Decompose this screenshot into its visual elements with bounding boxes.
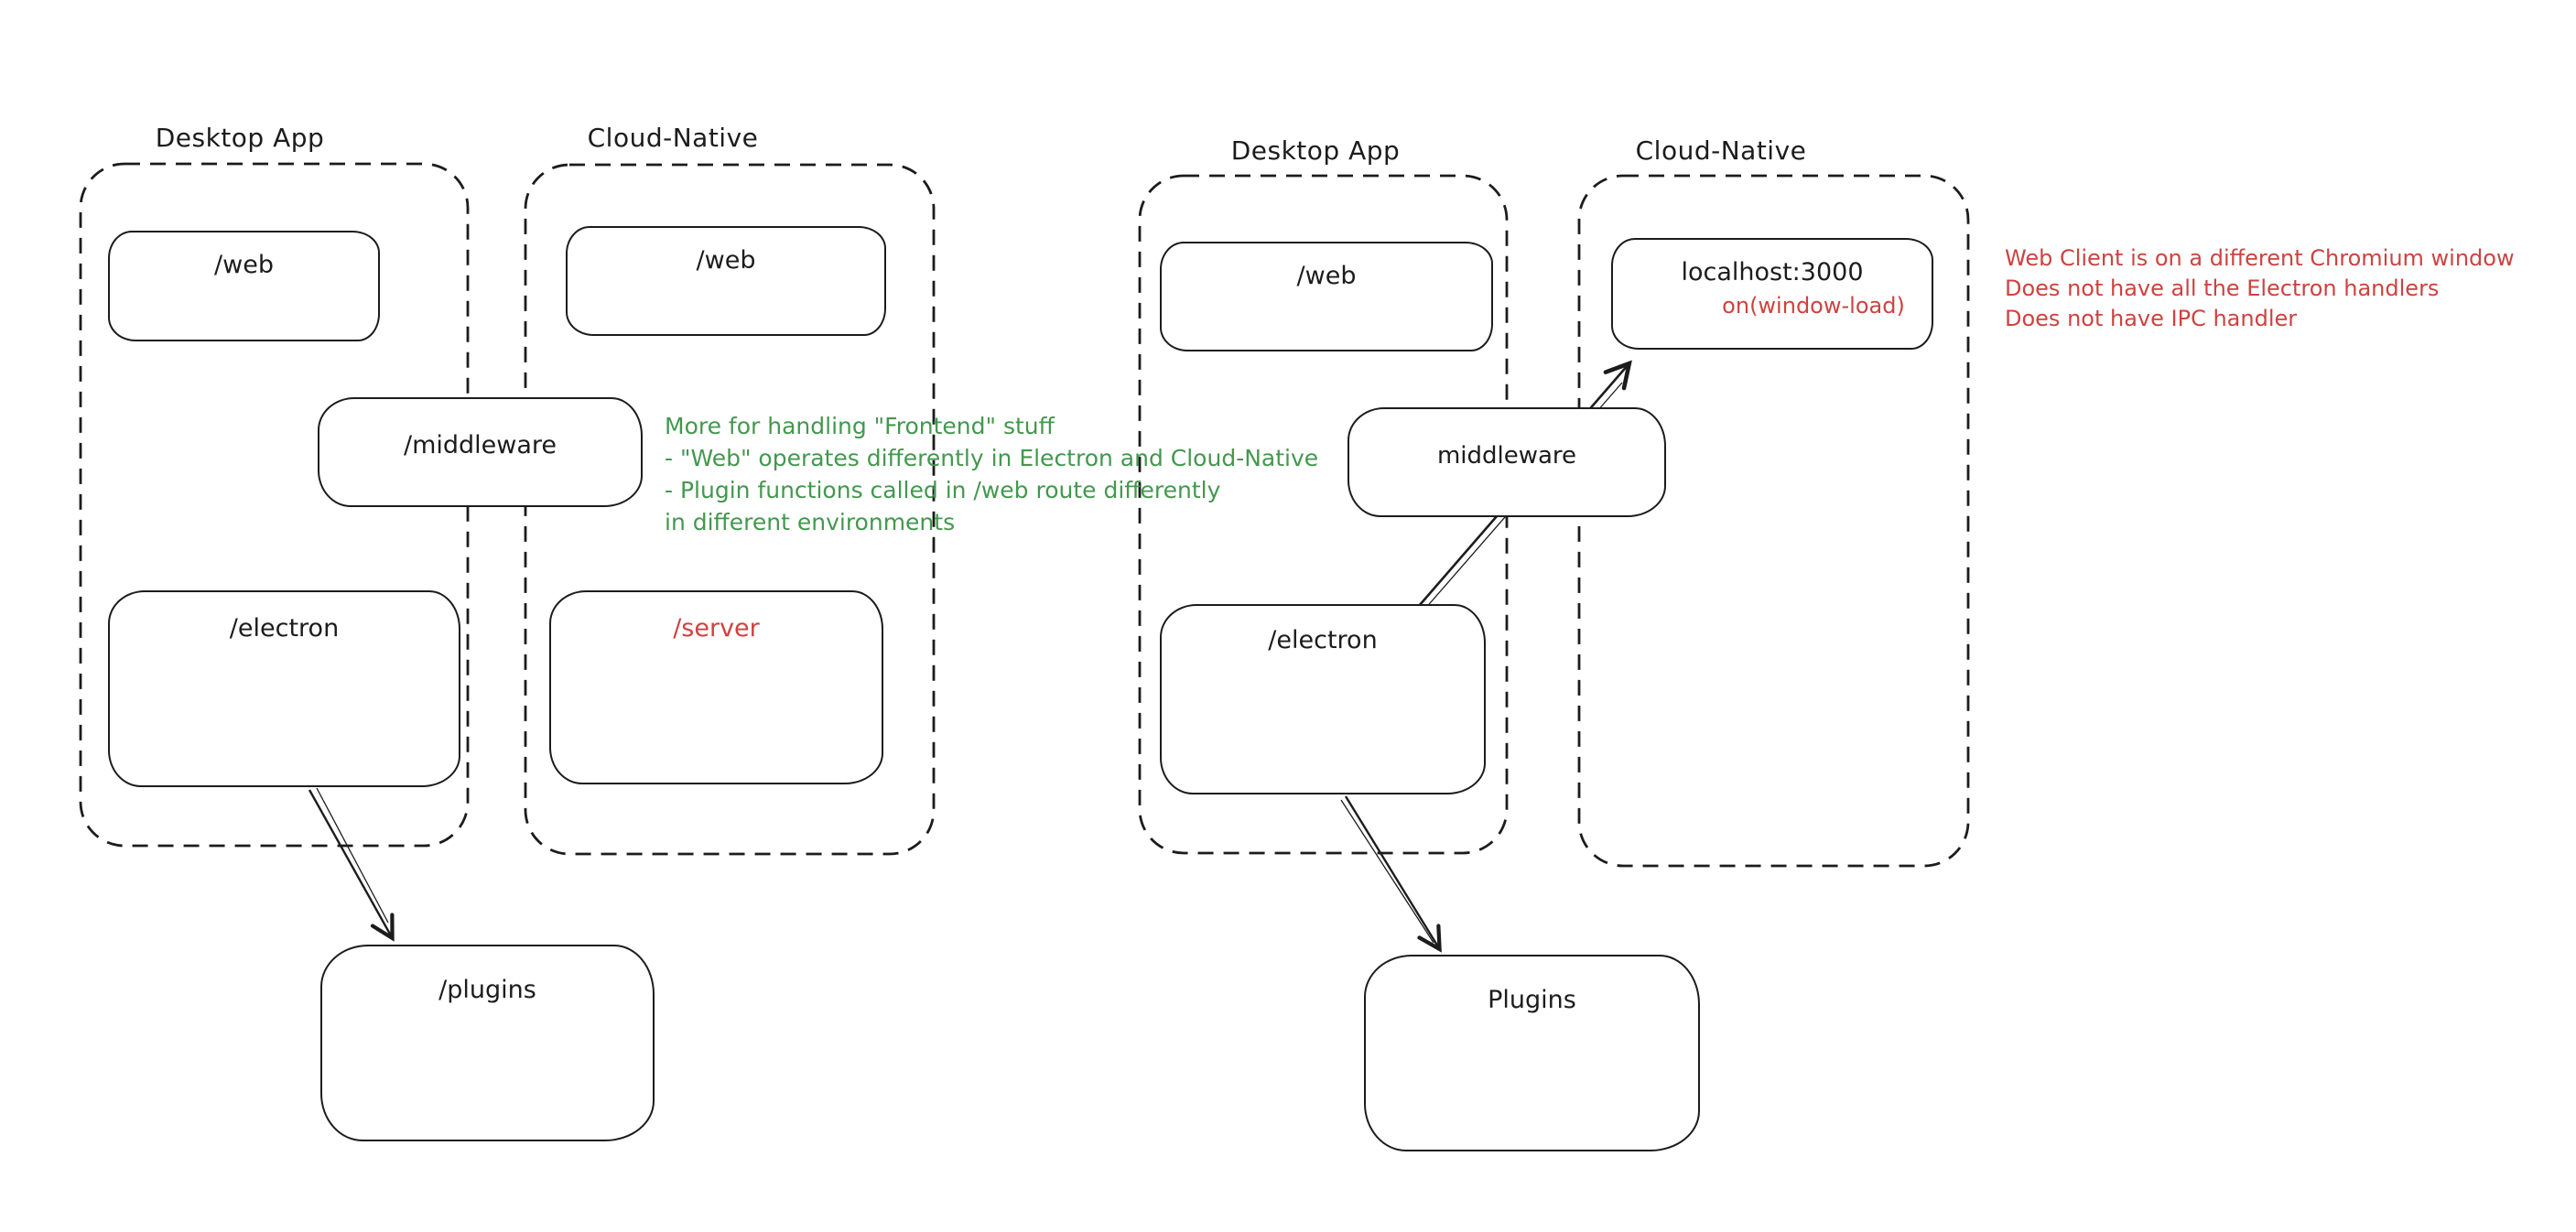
- box-middleware-right-label: middleware: [1436, 442, 1577, 470]
- box-electron-left-label: /electron: [229, 614, 340, 643]
- box-electron-right-label: /electron: [1268, 626, 1378, 654]
- box-electron-left: /electron: [108, 590, 460, 787]
- note-red-line-2: Does not have all the Electron handlers: [2005, 276, 2440, 301]
- box-web-cloud-left-label: /web: [696, 246, 756, 275]
- note-green-line-4: in different environments: [665, 509, 956, 535]
- box-web-desktop-left-label: /web: [214, 251, 274, 279]
- note-green-frontend: More for handling "Frontend" stuff - "We…: [665, 410, 1318, 538]
- box-server-left: /server: [549, 590, 883, 784]
- box-web-desktop-right: /web: [1160, 242, 1493, 351]
- arrow-electron-to-plugins-right: [1340, 795, 1442, 953]
- box-web-desktop-left: /web: [108, 231, 380, 341]
- note-red-line-1: Web Client is on a different Chromium wi…: [2005, 245, 2515, 271]
- group-label-cloud-native-left: Cloud-Native: [587, 123, 759, 153]
- box-plugins-right: Plugins: [1364, 955, 1700, 1151]
- box-web-cloud-left: /web: [566, 226, 886, 336]
- box-localhost-right: localhost:3000 on(window-load): [1611, 238, 1933, 350]
- box-middleware-left: /middleware: [318, 397, 643, 507]
- group-label-cloud-native-right: Cloud-Native: [1635, 135, 1807, 166]
- box-localhost-window-load-label: on(window-load): [1722, 293, 1905, 319]
- note-green-line-2: - "Web" operates differently in Electron…: [665, 445, 1319, 471]
- box-plugins-right-label: Plugins: [1488, 986, 1576, 1014]
- note-green-line-3: - Plugin functions called in /web route …: [665, 477, 1221, 503]
- box-localhost-right-label: localhost:3000: [1681, 258, 1864, 286]
- box-middleware-left-label: /middleware: [403, 431, 557, 459]
- box-middleware-right: middleware: [1348, 407, 1666, 517]
- group-label-desktop-app-left: Desktop App: [155, 123, 325, 153]
- group-label-desktop-app-right: Desktop App: [1230, 135, 1401, 166]
- box-plugins-left-label: /plugins: [438, 976, 536, 1004]
- box-server-left-label: /server: [673, 614, 760, 643]
- box-web-desktop-right-label: /web: [1296, 262, 1357, 290]
- arrow-electron-to-plugins-left: [308, 787, 395, 942]
- box-plugins-left: /plugins: [320, 945, 655, 1141]
- note-green-line-1: More for handling "Frontend" stuff: [665, 413, 1055, 439]
- box-electron-right: /electron: [1160, 604, 1486, 794]
- note-red-web-client: Web Client is on a different Chromium wi…: [2005, 243, 2515, 334]
- note-red-line-3: Does not have IPC handler: [2005, 306, 2298, 331]
